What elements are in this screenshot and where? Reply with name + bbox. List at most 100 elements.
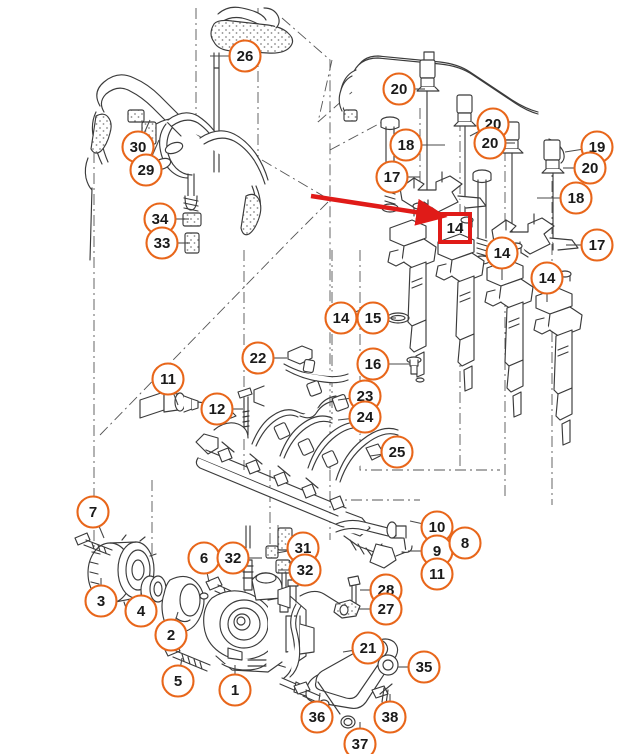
callout-c14b[interactable]: 14 (485, 236, 519, 270)
callout-c32a[interactable]: 32 (216, 541, 250, 575)
callout-c16[interactable]: 16 (356, 347, 390, 381)
injector-1 (387, 202, 437, 383)
callout-ring (356, 347, 390, 381)
callout-c26[interactable]: 26 (228, 39, 262, 73)
callout-c20c[interactable]: 20 (473, 126, 507, 160)
callout-label: 5 (174, 673, 182, 690)
callout-c14c[interactable]: 14 (530, 261, 564, 295)
callout-c11a[interactable]: 11 (151, 362, 185, 396)
callout-label: 29 (138, 162, 155, 179)
callout-c24[interactable]: 24 (348, 400, 382, 434)
injector-4 (533, 270, 583, 446)
callout-leader-24 (337, 418, 350, 421)
callout-c6[interactable]: 6 (187, 541, 221, 575)
highlight-layer: 14 (310, 193, 472, 244)
callout-leader-21 (342, 649, 353, 653)
hose-assembly-30-29 (84, 74, 189, 261)
highlight-box (438, 212, 472, 244)
callout-label: 25 (389, 444, 406, 461)
callout-ring (356, 301, 390, 335)
callout-c27[interactable]: 27 (369, 592, 403, 626)
callout-ring (375, 160, 409, 194)
callout-c37[interactable]: 37 (343, 727, 377, 754)
callout-ring (473, 126, 507, 160)
callout-label: 18 (398, 137, 415, 154)
callout-ring (200, 392, 234, 426)
callout-label: 21 (360, 640, 377, 657)
callout-c15[interactable]: 15 (356, 301, 390, 335)
callout-leader-23 (337, 397, 350, 401)
callout-ring (382, 72, 416, 106)
callout-c12[interactable]: 12 (200, 392, 234, 426)
callout-ring (348, 400, 382, 434)
callout-c22[interactable]: 22 (241, 341, 275, 375)
callout-leader-5 (180, 657, 183, 666)
callout-c17a[interactable]: 17 (375, 160, 409, 194)
callout-ring (448, 526, 482, 560)
callout-c38[interactable]: 38 (373, 700, 407, 734)
callout-c1[interactable]: 1 (218, 673, 252, 707)
callout-ring (380, 435, 414, 469)
callout-c20a[interactable]: 20 (382, 72, 416, 106)
sensor-11 (139, 391, 213, 419)
callout-label: 3 (97, 593, 105, 610)
bolt-7 (74, 532, 113, 556)
callout-c11b[interactable]: 11 (420, 557, 454, 591)
callout-label: 15 (365, 310, 382, 327)
callout-c21[interactable]: 21 (351, 631, 385, 665)
rail-22-bracket (283, 345, 349, 384)
callout-leader-11 (173, 393, 179, 406)
callout-c4[interactable]: 4 (124, 594, 158, 628)
sensor-9-10 (335, 519, 413, 569)
callout-c17b[interactable]: 17 (580, 228, 614, 262)
callout-label: 32 (225, 550, 242, 567)
callout-ring (288, 553, 322, 587)
callout-leader-30 (143, 119, 151, 134)
callout-c10[interactable]: 10 (420, 510, 454, 544)
callout-ring (129, 153, 163, 187)
callout-label: 1 (231, 682, 239, 699)
callout-c35[interactable]: 35 (407, 650, 441, 684)
callout-ring (580, 228, 614, 262)
callout-ring (369, 592, 403, 626)
hose-assembly-middle (152, 112, 269, 254)
callout-ring (228, 39, 262, 73)
callout-c2[interactable]: 2 (154, 618, 188, 652)
callout-c8[interactable]: 8 (448, 526, 482, 560)
callout-label: 16 (365, 356, 382, 373)
callout-c25[interactable]: 25 (380, 435, 414, 469)
callout-c14a[interactable]: 14 (324, 301, 358, 335)
callout-label: 7 (89, 504, 97, 521)
callout-c18b[interactable]: 18 (559, 181, 593, 215)
callout-leader-19 (564, 148, 582, 153)
callout-label: 38 (382, 709, 399, 726)
callout-c36[interactable]: 36 (300, 700, 334, 734)
callout-label: 37 (352, 736, 369, 753)
callout-c33[interactable]: 33 (145, 226, 179, 260)
callout-label: 26 (237, 48, 254, 65)
callout-ring (218, 673, 252, 707)
callout-c7[interactable]: 7 (76, 495, 110, 529)
callout-leader-10 (409, 520, 422, 525)
callout-c32b[interactable]: 32 (288, 553, 322, 587)
callout-label: 36 (309, 709, 326, 726)
callout-ring (151, 362, 185, 396)
callout-c3[interactable]: 3 (84, 584, 118, 618)
callout-label: 32 (297, 562, 314, 579)
callout-c29[interactable]: 29 (129, 153, 163, 187)
injector-3 (484, 242, 534, 418)
callout-ring (530, 261, 564, 295)
clamp-27 (333, 599, 361, 619)
callout-c20d[interactable]: 20 (573, 151, 607, 185)
callout-label: 23 (357, 388, 374, 405)
callout-label: 11 (160, 371, 176, 388)
callout-ring (389, 128, 423, 162)
callout-c18a[interactable]: 18 (389, 128, 423, 162)
callout-ring (161, 664, 195, 698)
callout-c5[interactable]: 5 (161, 664, 195, 698)
callout-label: 17 (384, 169, 401, 186)
callout-ring (407, 650, 441, 684)
